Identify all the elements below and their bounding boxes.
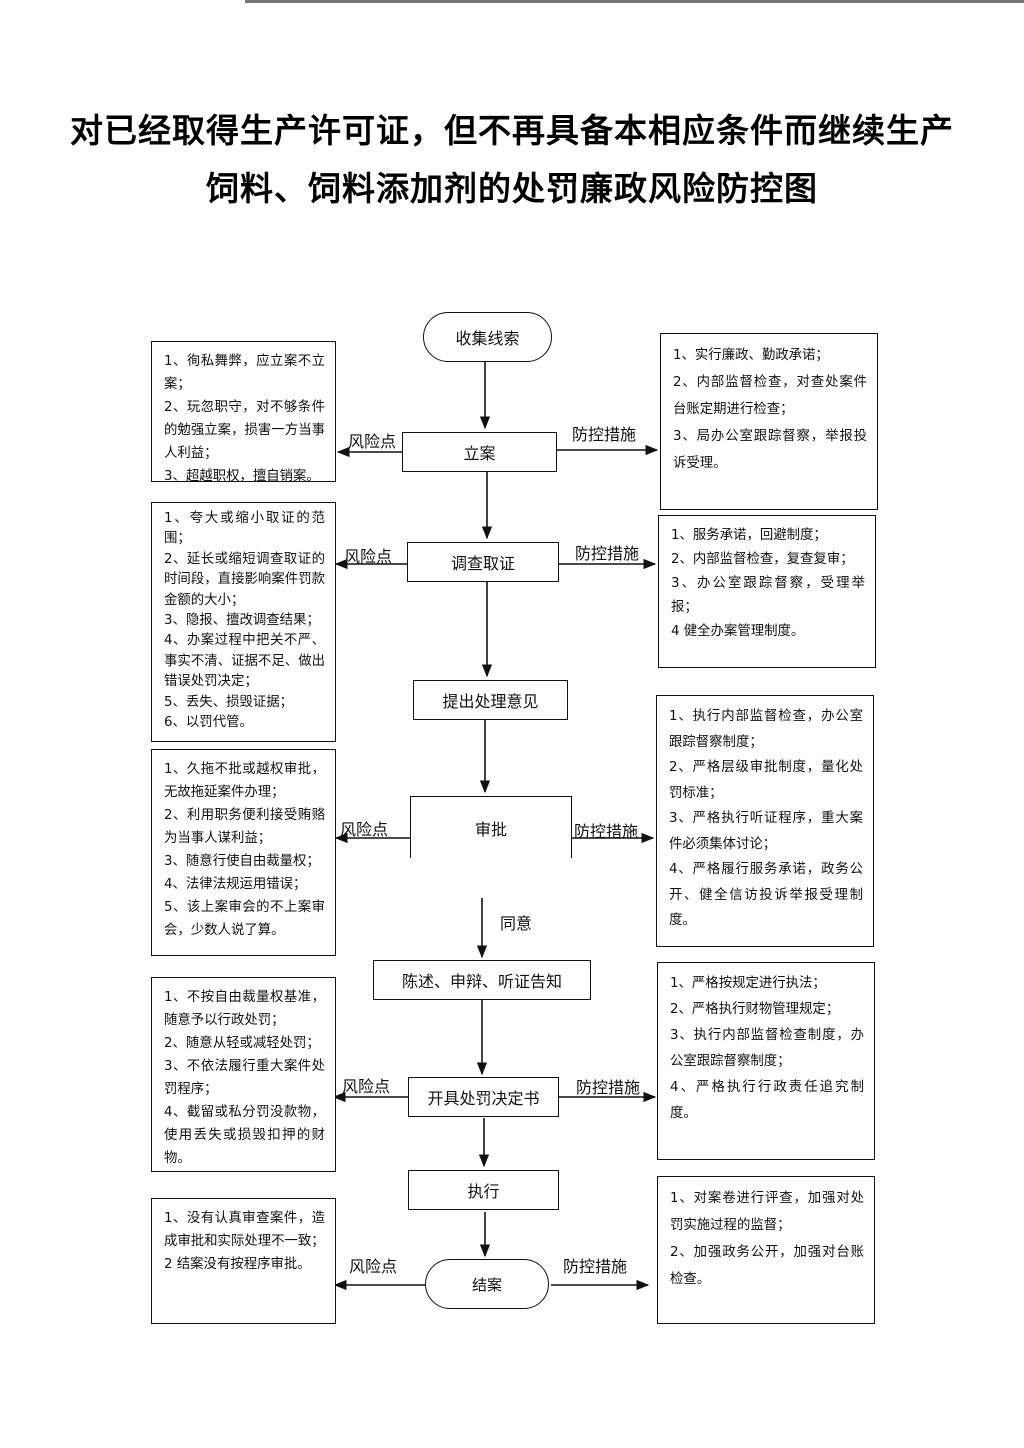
node-execute: 执行 bbox=[408, 1170, 559, 1210]
risk-item: 5、丢失、损毁证据； bbox=[164, 694, 294, 710]
node-label: 调查取证 bbox=[450, 554, 515, 573]
risk-box-investigate: 1、夸大或缩小取证的范围； 2、延长或缩短调查取证的时间段，直接影响案件罚款金额… bbox=[151, 502, 336, 742]
label-agree: 同意 bbox=[500, 914, 533, 933]
node-label: 陈述、申辩、听证告知 bbox=[401, 972, 562, 991]
node-investigate: 调查取证 bbox=[407, 542, 559, 582]
risk-item: 1、没有认真审查案件，造成审批和实际处理不一致； bbox=[164, 1211, 325, 1249]
label-risk-diaocha: 风险点 bbox=[344, 547, 393, 566]
node-notify-statement-defense-hearing: 陈述、申辩、听证告知 bbox=[373, 960, 591, 1000]
label-control-shenpi: 防控措施 bbox=[574, 822, 639, 841]
node-start-collect-clues: 收集线索 bbox=[423, 312, 552, 362]
risk-item: 3、不依法履行重大案件处罚程序； bbox=[164, 1059, 325, 1097]
risk-item: 2、延长或缩短调查取证的时间段，直接影响案件罚款金额的大小； bbox=[164, 551, 325, 608]
label-control-diaocha: 防控措施 bbox=[575, 544, 640, 563]
control-box-investigate: 1、服务承诺，回避制度； 2、内部监督检查，复查复审； 3、办公室跟踪督察，受理… bbox=[658, 515, 876, 668]
control-item: 4 健全办案管理制度。 bbox=[671, 624, 805, 639]
control-item: 3、局办公室跟踪督察，举报投诉受理。 bbox=[673, 429, 867, 471]
node-issue-penalty-decision: 开具处罚决定书 bbox=[408, 1077, 559, 1117]
control-item: 1、对案卷进行评查，加强对处罚实施过程的监督； bbox=[670, 1191, 864, 1233]
node-end-close-case: 结案 bbox=[425, 1259, 549, 1309]
risk-box-close-case: 1、没有认真审查案件，造成审批和实际处理不一致； 2 结案没有按程序审批。 bbox=[151, 1198, 336, 1324]
control-box-close-case: 1、对案卷进行评查，加强对处罚实施过程的监督； 2、加强政务公开，加强对台账检查… bbox=[657, 1176, 875, 1324]
risk-box-penalty-decision: 1、不按自由裁量权基准，随意予以行政处罚； 2、随意从轻或减轻处罚； 3、不依法… bbox=[151, 977, 336, 1172]
control-item: 2、加强政务公开，加强对台账检查。 bbox=[670, 1245, 864, 1287]
risk-box-file-case: 1、徇私舞弊，应立案不立案； 2、玩忽职守，对不够条件的勉强立案，损害一方当事人… bbox=[151, 341, 336, 484]
label-risk-jiean: 风险点 bbox=[349, 1257, 398, 1276]
page-top-border bbox=[245, 0, 1024, 3]
control-item: 2、严格执行财物管理规定； bbox=[670, 1002, 840, 1017]
label-control-kaiju: 防控措施 bbox=[576, 1078, 641, 1097]
node-label: 立案 bbox=[463, 444, 496, 463]
label-control-lian: 防控措施 bbox=[572, 425, 637, 444]
risk-item: 3、超越职权，擅自销案。 bbox=[164, 469, 320, 484]
risk-item: 3、隐报、擅改调查结果； bbox=[164, 613, 320, 629]
control-item: 1、实行廉政、勤政承诺； bbox=[673, 348, 829, 363]
risk-item: 5、该上案审会的不上案审会，少数人说了算。 bbox=[164, 900, 325, 938]
node-file-case: 立案 bbox=[402, 432, 557, 472]
control-box-file-case: 1、实行廉政、勤政承诺； 2、内部监督检查，对查处案件台账定期进行检查； 3、局… bbox=[660, 333, 878, 510]
node-label: 提出处理意见 bbox=[442, 692, 539, 711]
control-item: 3、严格执行听证程序，重大案件必须集体讨论； bbox=[669, 811, 863, 852]
control-item: 4、严格履行服务承诺，政务公开、健全信访投诉举报受理制度。 bbox=[669, 862, 863, 928]
risk-item: 2、随意从轻或减轻处罚； bbox=[164, 1036, 320, 1051]
risk-item: 1、久拖不批或越权审批，无故拖延案件办理； bbox=[164, 762, 325, 800]
risk-item: 3、随意行使自由裁量权； bbox=[164, 854, 320, 869]
label-risk-kaiju: 风险点 bbox=[342, 1077, 391, 1096]
label-risk-shenpi: 风险点 bbox=[340, 820, 389, 839]
label-control-jiean: 防控措施 bbox=[563, 1257, 628, 1276]
page-title-line-2: 饲料、饲料添加剂的处罚廉政风险防控图 bbox=[206, 169, 818, 208]
control-item: 2、内部监督检查，复查复审； bbox=[671, 552, 854, 567]
risk-item: 2 结案没有按程序审批。 bbox=[164, 1257, 311, 1272]
risk-box-approval: 1、久拖不批或越权审批，无故拖延案件办理； 2、利用职务便利接受贿赂为当事人谋利… bbox=[151, 749, 336, 956]
control-item: 2、内部监督检查，对查处案件台账定期进行检查； bbox=[673, 375, 867, 417]
node-label: 审批 bbox=[474, 819, 507, 839]
risk-item: 2、玩忽职守，对不够条件的勉强立案，损害一方当事人利益； bbox=[164, 400, 325, 461]
control-item: 2、严格层级审批制度，量化处罚标准； bbox=[669, 760, 863, 801]
risk-item: 4、截留或私分罚没款物，使用丢失或损毁扣押的财物。 bbox=[164, 1105, 325, 1166]
node-label: 开具处罚决定书 bbox=[427, 1089, 540, 1108]
risk-item: 1、不按自由裁量权基准，随意予以行政处罚； bbox=[164, 990, 325, 1028]
control-item: 1、严格按规定进行执法； bbox=[670, 976, 826, 991]
control-box-penalty-decision: 1、严格按规定进行执法； 2、严格执行财物管理规定； 3、执行内部监督检查制度，… bbox=[657, 962, 875, 1160]
node-label: 结案 bbox=[471, 1275, 502, 1294]
control-box-approval: 1、执行内部监督检查，办公室跟踪督察制度； 2、严格层级审批制度，量化处罚标准；… bbox=[656, 695, 874, 947]
page-title-line-1: 对已经取得生产许可证，但不再具备本相应条件而继续生产 bbox=[70, 111, 954, 150]
risk-item: 2、利用职务便利接受贿赂为当事人谋利益； bbox=[164, 808, 325, 846]
control-item: 3、执行内部监督检查制度，办公室跟踪督察制度； bbox=[670, 1028, 864, 1069]
node-label: 执行 bbox=[467, 1182, 500, 1201]
risk-item: 6、以罚代管。 bbox=[164, 715, 253, 731]
control-item: 4、严格执行行政责任追究制度。 bbox=[670, 1080, 864, 1121]
node-label: 收集线索 bbox=[455, 329, 520, 348]
risk-item: 1、徇私舞弊，应立案不立案； bbox=[164, 354, 325, 392]
node-approval: 审批 bbox=[410, 796, 572, 858]
risk-item: 4、法律法规运用错误； bbox=[164, 877, 307, 892]
label-risk-lian: 风险点 bbox=[348, 432, 397, 451]
risk-item: 4、办案过程中把关不严、事实不清、证据不足、做出错误处罚决定； bbox=[164, 633, 325, 690]
control-item: 1、执行内部监督检查，办公室跟踪督察制度； bbox=[669, 709, 863, 750]
risk-item: 1、夸大或缩小取证的范围； bbox=[164, 511, 325, 547]
control-item: 1、服务承诺，回避制度； bbox=[671, 528, 827, 543]
node-propose-handling: 提出处理意见 bbox=[413, 680, 568, 720]
control-item: 3、办公室跟踪督察，受理举报； bbox=[671, 576, 865, 615]
